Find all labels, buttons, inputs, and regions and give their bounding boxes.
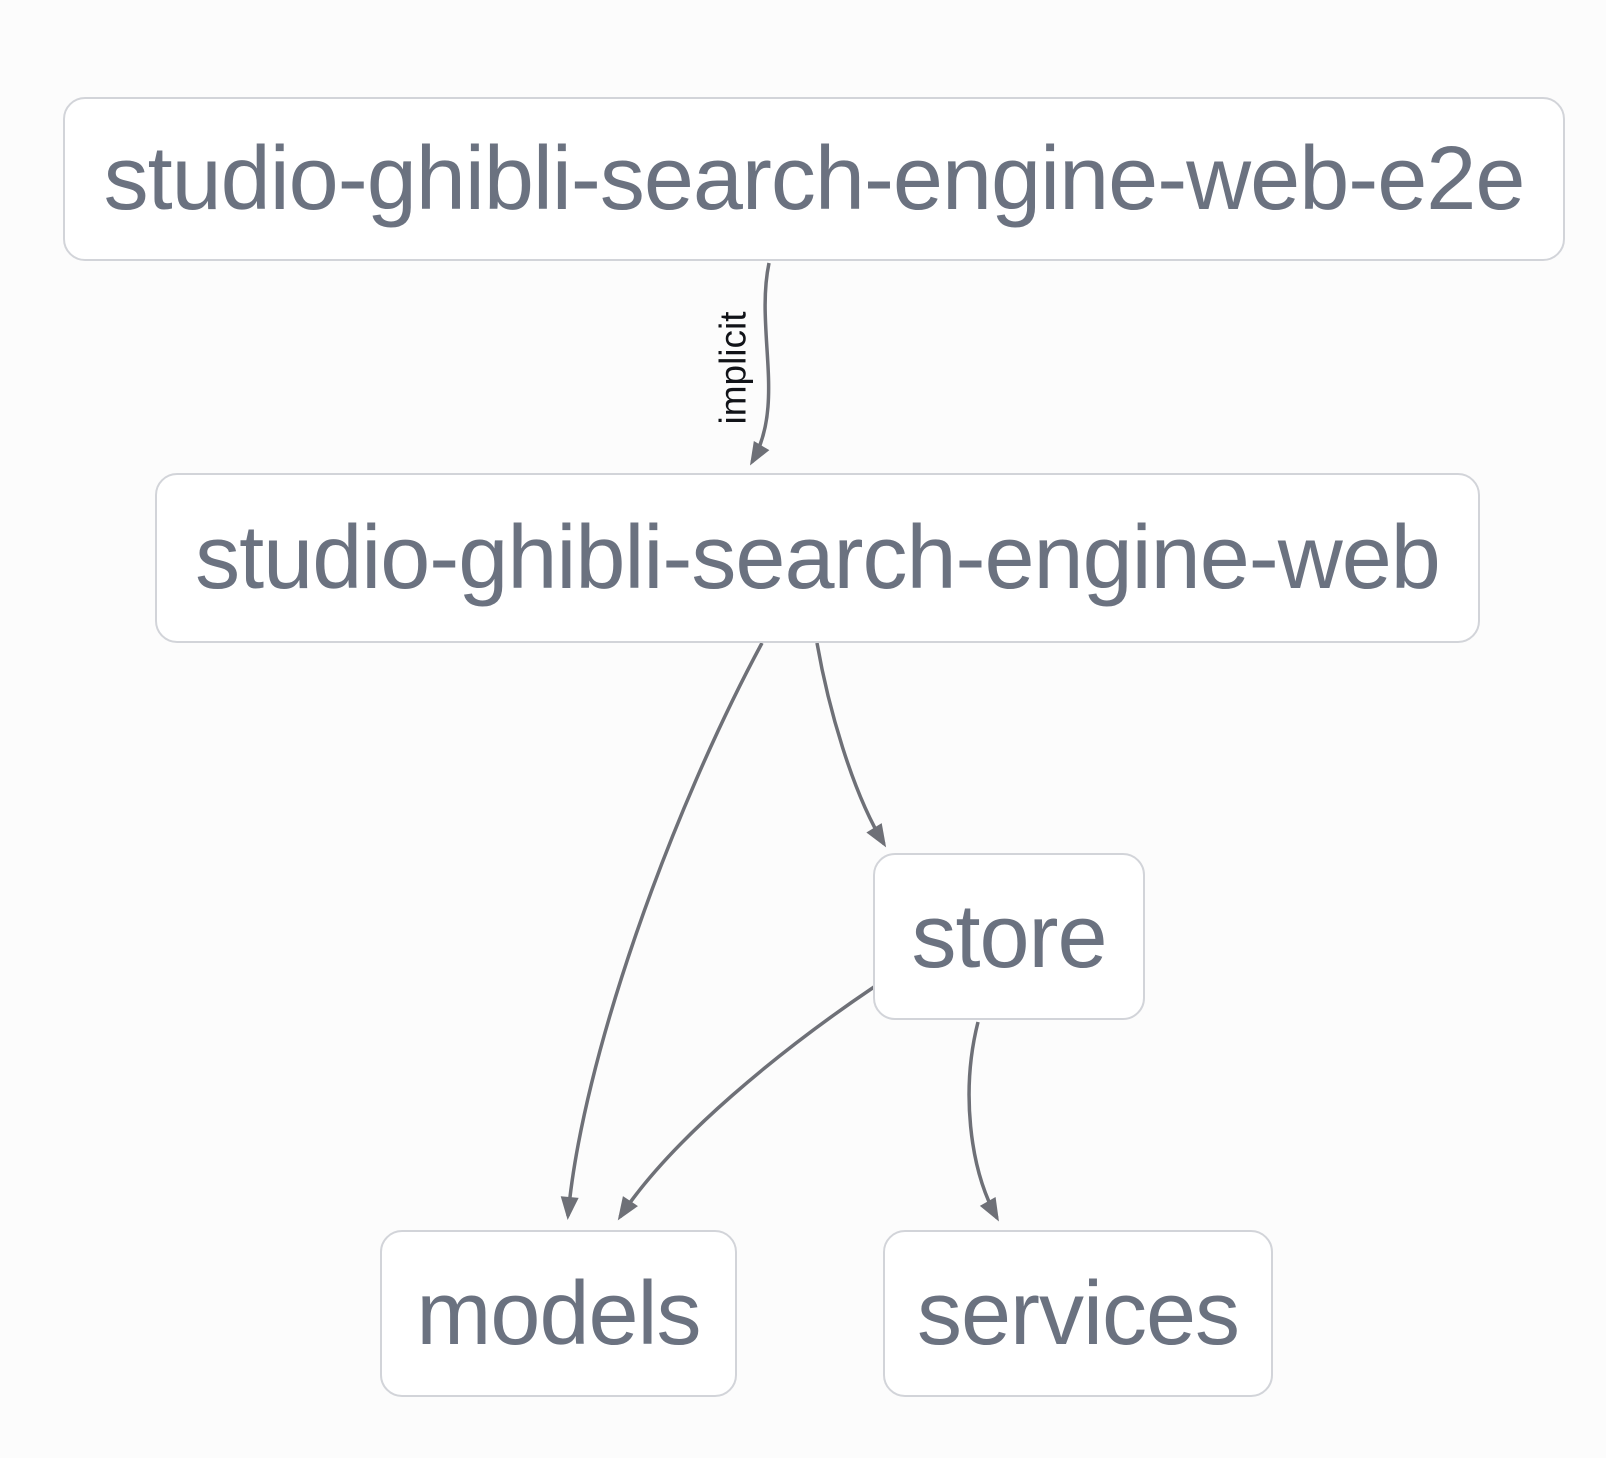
node-label: models	[416, 1263, 701, 1364]
node-services[interactable]: services	[883, 1230, 1273, 1397]
edge-web-to-store	[815, 642, 887, 848]
edge-store-to-models	[617, 985, 875, 1221]
edge-web-to-models	[560, 642, 764, 1220]
node-label: store	[911, 886, 1107, 987]
node-label: studio-ghibli-search-engine-web	[195, 508, 1441, 608]
edge-label-implicit: implicit	[712, 311, 754, 425]
node-label: studio-ghibli-search-engine-web-e2e	[103, 129, 1526, 229]
node-studio-ghibli-search-engine-web-e2e[interactable]: studio-ghibli-search-engine-web-e2e	[63, 97, 1565, 261]
edge-store-to-services	[967, 1021, 999, 1222]
node-label: services	[916, 1263, 1240, 1364]
node-store[interactable]: store	[873, 853, 1145, 1020]
node-models[interactable]: models	[380, 1230, 737, 1397]
edge-e2e-to-web	[749, 262, 771, 466]
node-studio-ghibli-search-engine-web[interactable]: studio-ghibli-search-engine-web	[155, 473, 1480, 643]
